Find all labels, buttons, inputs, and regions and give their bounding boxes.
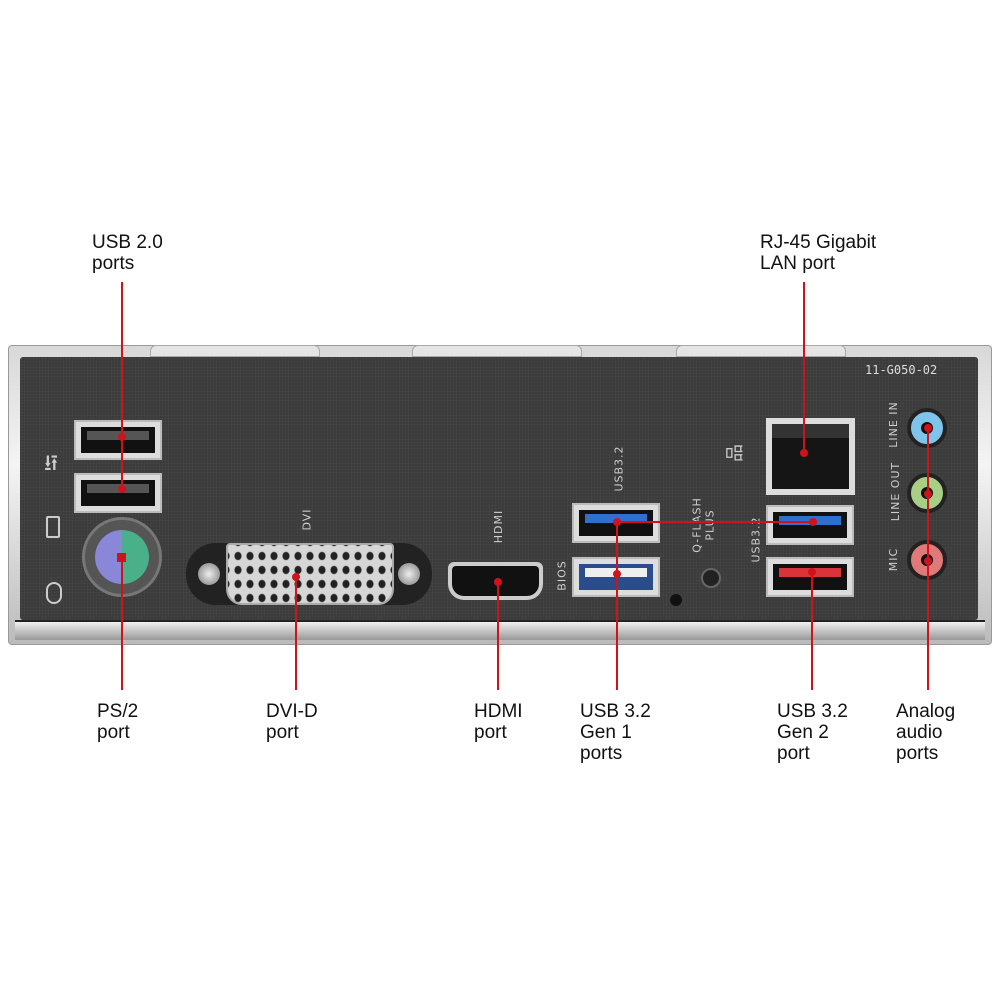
usb32-gen2-port[interactable] bbox=[766, 557, 854, 597]
leader-dot bbox=[924, 557, 932, 565]
leader-dot bbox=[800, 449, 808, 457]
leader-usb-gen1 bbox=[616, 521, 813, 690]
mouse-icon bbox=[46, 582, 62, 604]
dvi-screw bbox=[398, 563, 420, 585]
dvi-screw bbox=[198, 563, 220, 585]
usb20-port-1[interactable] bbox=[74, 420, 162, 460]
leader-dot bbox=[808, 568, 816, 576]
usb32-gen1-port-2[interactable] bbox=[766, 505, 854, 545]
part-number: 11-G050-02 bbox=[865, 363, 938, 377]
usb-icon: ⭿ bbox=[44, 451, 59, 476]
leader-dot bbox=[613, 570, 621, 578]
leader-dot bbox=[118, 485, 126, 493]
leader-dot bbox=[117, 553, 126, 562]
keyboard-icon bbox=[46, 516, 60, 538]
leader-dot bbox=[924, 424, 932, 432]
usb20-port-2[interactable] bbox=[74, 473, 162, 513]
leader-dot bbox=[809, 518, 817, 526]
qflash-button[interactable] bbox=[701, 568, 721, 588]
leader-dot bbox=[292, 573, 300, 581]
clear-cmos-hole bbox=[670, 594, 682, 606]
leader-dot bbox=[494, 578, 502, 586]
shield-tab bbox=[412, 345, 582, 357]
leader-dot bbox=[613, 518, 621, 526]
bottom-strip bbox=[15, 620, 985, 640]
leader-dot bbox=[924, 490, 932, 498]
dvi-port[interactable] bbox=[226, 543, 394, 605]
rj45-lan-port[interactable] bbox=[766, 418, 855, 495]
shield-tab bbox=[150, 345, 320, 357]
leader-dot bbox=[118, 433, 126, 441]
